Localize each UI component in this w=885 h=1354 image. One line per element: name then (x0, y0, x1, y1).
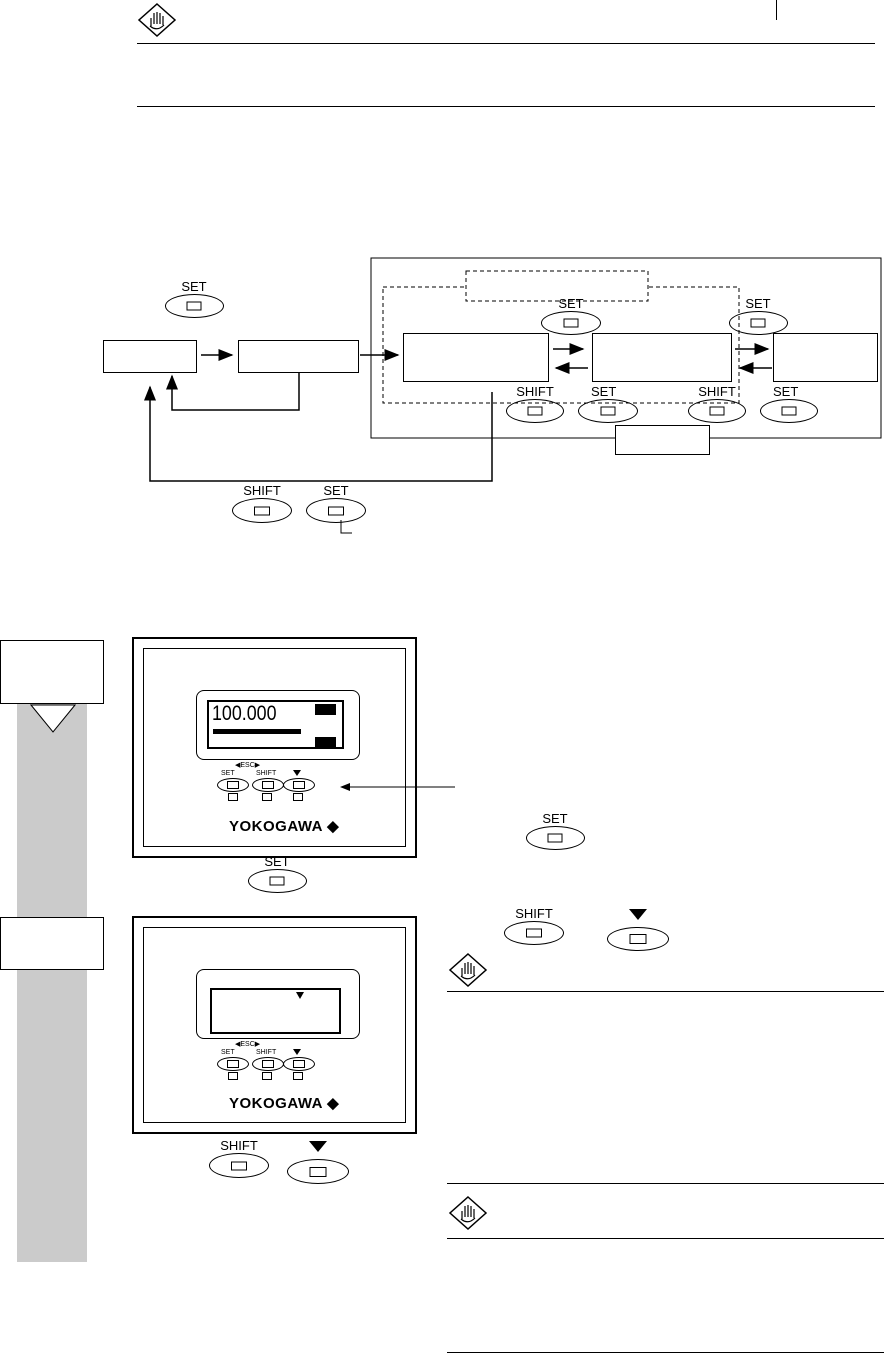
led (293, 1072, 303, 1080)
display-value: 100.000 (212, 702, 277, 725)
down-triangle-icon (309, 1141, 327, 1152)
step-down-arrow-icon (29, 704, 77, 734)
lcd-bezel (196, 969, 360, 1039)
flow-shift-key-1[interactable]: SHIFT (505, 385, 565, 428)
pointer-line (340, 780, 455, 794)
flow-box-5 (773, 333, 878, 382)
controller-panel-2: ◀ESC▶ SET SHIFT YOKOGAWA ◆ (132, 916, 417, 1134)
flow-box-2 (238, 340, 359, 373)
panel1-set-key[interactable]: SET (247, 855, 307, 898)
set-key-label: SET (221, 770, 235, 777)
set-key-label: SET (558, 296, 584, 311)
instruction-set-key[interactable]: SET (525, 812, 585, 855)
set-key-label: SET (323, 483, 349, 498)
front-keypad: ◀ESC▶ SET SHIFT (216, 1041, 346, 1081)
flow-set-key-1[interactable]: SET (164, 280, 224, 323)
caution-hand-icon (448, 1195, 488, 1231)
cursor-triangle-icon (296, 992, 304, 999)
flow-set-key-2[interactable]: SET (540, 297, 602, 340)
caution-hand-icon (137, 2, 177, 38)
step-box-1 (0, 640, 104, 704)
step-box-2 (0, 917, 104, 970)
front-shift-key[interactable] (252, 1057, 284, 1071)
led (262, 1072, 272, 1080)
flow-box-3 (403, 333, 549, 382)
flow-shift-key-2[interactable]: SHIFT (687, 385, 747, 428)
shift-key-label: SHIFT (516, 384, 554, 399)
set-key-label: SET (221, 1049, 235, 1056)
set-key-label: SET (745, 296, 771, 311)
diamond-icon: ◆ (327, 818, 340, 835)
caution-rule (447, 1352, 884, 1353)
diamond-icon: ◆ (327, 1095, 340, 1112)
caution-rule (447, 991, 884, 992)
shift-key-label: SHIFT (256, 770, 277, 777)
front-set-key[interactable] (217, 778, 249, 792)
flow-shift-key-3[interactable]: SHIFT (231, 484, 293, 528)
flow-set-key-5[interactable]: SET (759, 385, 819, 428)
shift-key-label: SHIFT (515, 906, 553, 921)
down-triangle-icon (629, 909, 647, 920)
flow-set-key-6[interactable]: SET (305, 484, 367, 528)
status-indicator-bottom (315, 737, 336, 747)
led (293, 793, 303, 801)
lcd-screen: 100.000 (207, 700, 344, 749)
lcd-bezel: 100.000 (196, 690, 360, 760)
flow-set-key-3[interactable]: SET (728, 297, 788, 340)
down-triangle-icon (293, 1049, 301, 1055)
led (228, 793, 238, 801)
led (262, 793, 272, 801)
bar-graph (213, 729, 301, 734)
front-keypad: ◀ESC▶ SET SHIFT (216, 762, 346, 802)
shift-key-label: SHIFT (243, 483, 281, 498)
brand-logo: YOKOGAWA ◆ (229, 818, 340, 835)
set-key-label: SET (181, 279, 207, 294)
shift-key-label: SHIFT (698, 384, 736, 399)
panel2-shift-key[interactable]: SHIFT (208, 1139, 270, 1183)
instruction-down-key[interactable] (606, 907, 670, 956)
set-key-label: SET (591, 384, 617, 399)
status-indicator-top (315, 704, 336, 715)
front-set-key[interactable] (217, 1057, 249, 1071)
controller-panel-1: 100.000 ◀ESC▶ SET SHIFT YOKOGAWA ◆ (132, 637, 417, 858)
front-down-key[interactable] (283, 778, 315, 792)
panel2-down-key[interactable] (286, 1139, 350, 1189)
shift-key-label: SHIFT (220, 1138, 258, 1153)
shift-key-label: SHIFT (256, 1049, 277, 1056)
instruction-shift-key[interactable]: SHIFT (503, 907, 565, 950)
front-shift-key[interactable] (252, 778, 284, 792)
caution-rule (447, 1238, 884, 1239)
flow-box-4 (592, 333, 732, 382)
esc-label: ◀ESC▶ (235, 1041, 261, 1048)
caution-bottom-rule (137, 106, 875, 107)
flow-set-key-4[interactable]: SET (577, 385, 639, 428)
led (228, 1072, 238, 1080)
lcd-screen (210, 988, 341, 1034)
set-key-label: SET (542, 811, 568, 826)
set-key-label: SET (264, 854, 290, 869)
esc-label: ◀ESC▶ (235, 762, 261, 769)
down-triangle-icon (293, 770, 301, 776)
caution-rule (447, 1183, 884, 1184)
set-key-label: SET (773, 384, 799, 399)
flow-box-6 (615, 425, 710, 455)
front-down-key[interactable] (283, 1057, 315, 1071)
caution-hand-icon (448, 952, 488, 988)
flow-diagram (0, 250, 885, 550)
brand-logo: YOKOGAWA ◆ (229, 1095, 340, 1112)
right-edge-line (776, 0, 777, 20)
flow-box-1 (103, 340, 197, 373)
caution-top-rule (137, 43, 875, 44)
